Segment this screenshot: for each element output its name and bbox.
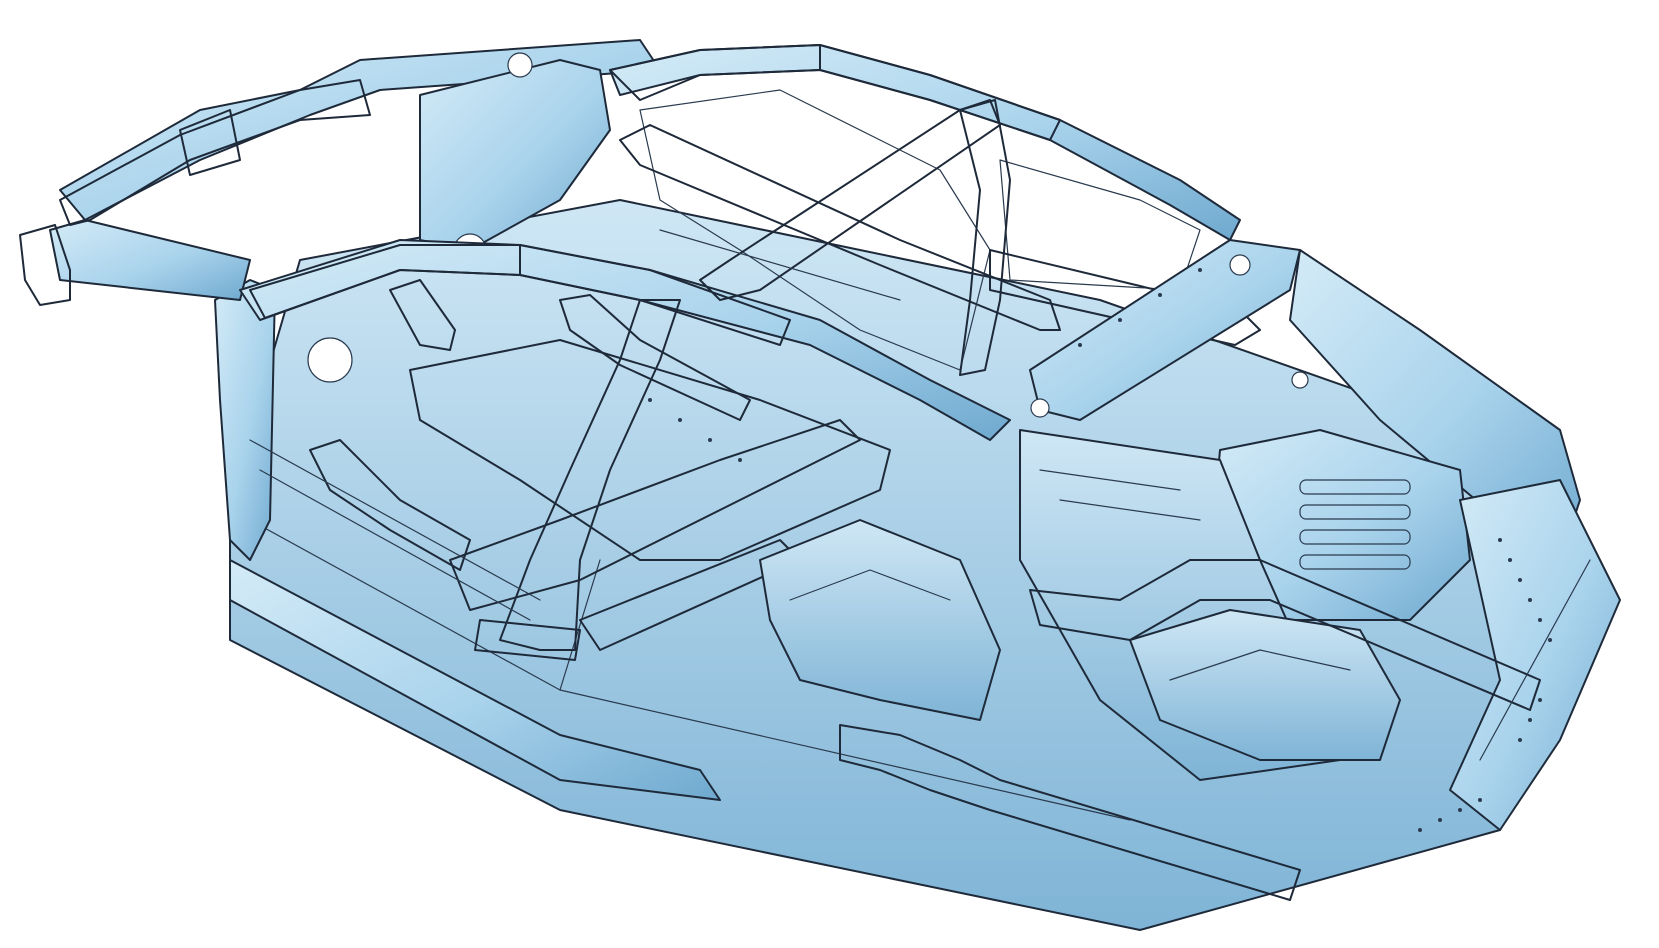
front-rail-near-medium-strength (839, 724, 1301, 901)
detail-lines (249, 229, 1591, 761)
rear-rail-high-strength (19, 79, 371, 306)
near-wheelhouse (759, 519, 1001, 721)
radiator-ribs (1299, 479, 1411, 570)
rear-side-panel (214, 279, 721, 801)
front-wheelhouse (1129, 609, 1401, 761)
b-pillar-far-high-strength (959, 99, 1011, 376)
roof-rail-far-medium-strength (609, 44, 821, 101)
roof-rail-near-medium-strength (249, 244, 521, 319)
b-pillar-near-high-strength (474, 299, 681, 661)
weld-dots (648, 268, 1552, 832)
front-rail-far-medium-strength (1029, 559, 1541, 711)
